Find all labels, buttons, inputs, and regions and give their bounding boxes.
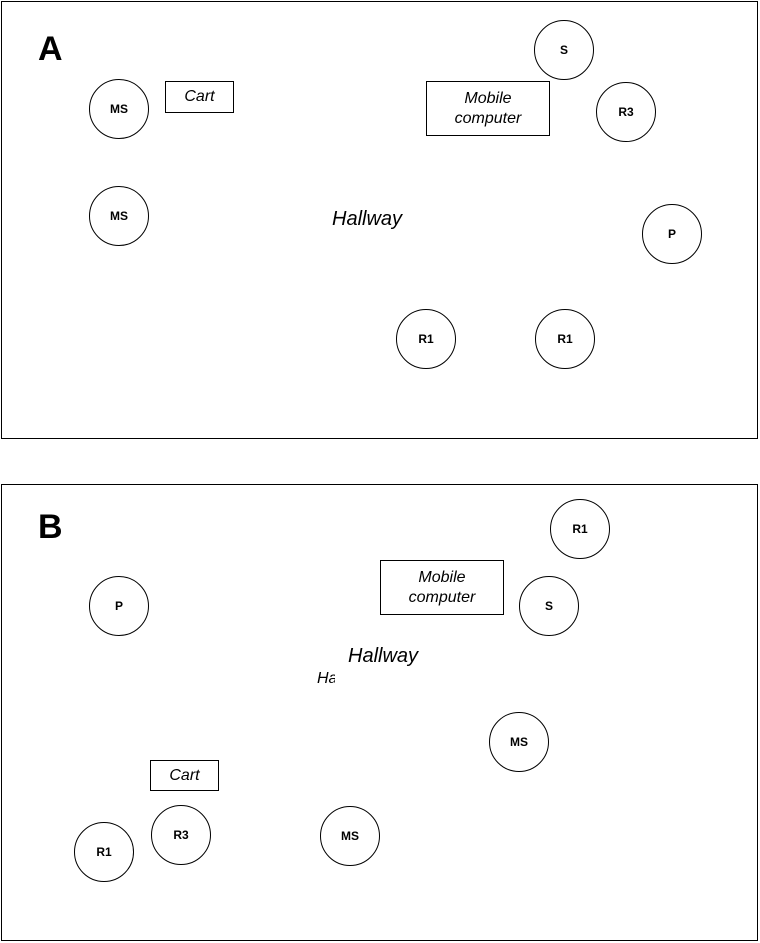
mobile-computer-box: Mobile computer (380, 560, 504, 615)
node-p: P (89, 576, 149, 636)
mobile-computer-label: Mobile computer (454, 89, 522, 127)
node-label: R1 (418, 332, 434, 346)
node-label: R1 (557, 332, 573, 346)
node-p: P (642, 204, 702, 264)
node-label: R1 (96, 845, 112, 859)
node-label: MS (110, 209, 128, 223)
node-label: P (667, 227, 676, 241)
node-s: S (519, 576, 579, 636)
node-label: MS (510, 735, 528, 749)
node-label: MS (341, 829, 359, 843)
panel-letter: B (38, 508, 63, 546)
node-ms: MS (89, 186, 149, 246)
node-r1: R1 (550, 499, 610, 559)
cart-box: Cart (165, 81, 234, 113)
node-label: P (114, 599, 123, 613)
node-r3: R3 (151, 805, 211, 865)
hallway-label: Hallway (348, 645, 419, 667)
node-label: S (544, 599, 553, 613)
node-ms: MS (89, 79, 149, 139)
mobile-computer-label: Mobile computer (408, 568, 476, 606)
node-ms: MS (320, 806, 380, 866)
node-label: MS (110, 102, 128, 116)
node-r1: R1 (535, 309, 595, 369)
hallway-label: Hallway (332, 208, 403, 230)
node-r3: R3 (596, 82, 656, 142)
cart-label: Cart (184, 88, 215, 105)
node-label: R3 (618, 105, 634, 119)
node-label: R3 (173, 828, 189, 842)
node-label: R1 (572, 522, 588, 536)
node-label: S (559, 43, 568, 57)
panel-a: A Cart Mobile computer Hallway MS MS S R… (1, 1, 758, 439)
panel-b: B Mobile computer Cart Hallway Ha R1 S P… (1, 484, 758, 941)
cart-label: Cart (169, 766, 200, 784)
cart-box: Cart (150, 760, 219, 791)
mobile-computer-box: Mobile computer (426, 81, 550, 136)
hallway-fragment: Ha (317, 670, 335, 687)
node-s: S (534, 20, 594, 80)
node-r1: R1 (74, 822, 134, 882)
node-ms: MS (489, 712, 549, 772)
node-r1: R1 (396, 309, 456, 369)
panel-letter: A (38, 30, 63, 68)
